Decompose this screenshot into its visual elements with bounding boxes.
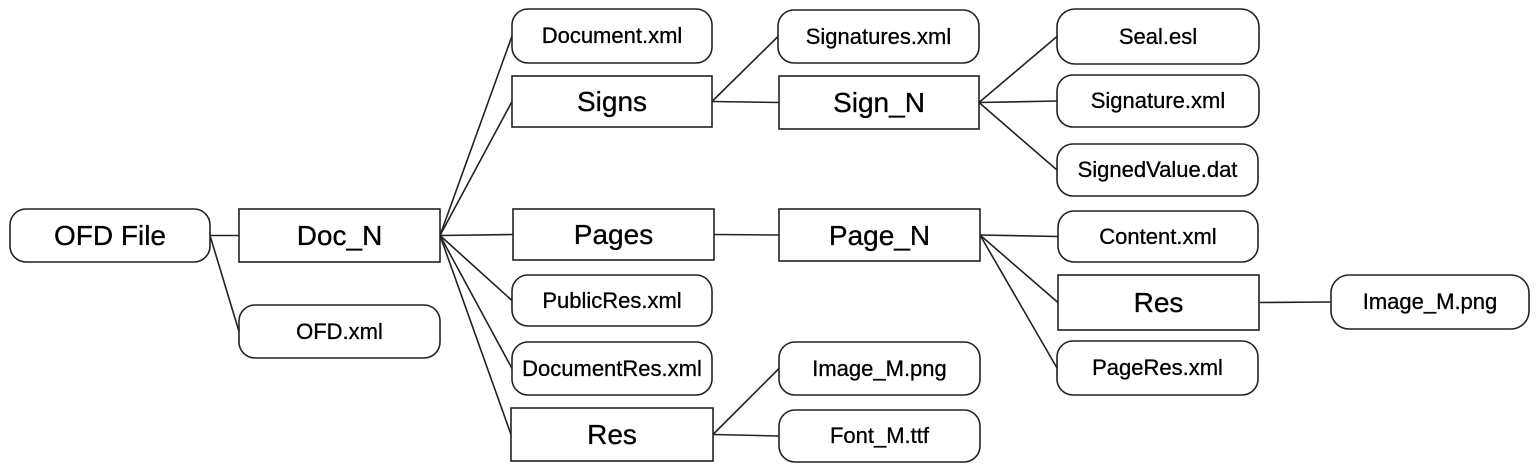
svg-text:Signatures.xml: Signatures.xml — [806, 24, 952, 49]
svg-text:PublicRes.xml: PublicRes.xml — [542, 288, 681, 313]
svg-text:SignedValue.dat: SignedValue.dat — [1078, 157, 1238, 182]
svg-text:Font_M.ttf: Font_M.ttf — [830, 423, 930, 448]
svg-text:Res: Res — [587, 419, 637, 450]
svg-text:OFD.xml: OFD.xml — [296, 319, 383, 344]
svg-text:OFD File: OFD File — [54, 220, 166, 251]
svg-text:Pages: Pages — [574, 219, 653, 250]
svg-text:Image_M.png: Image_M.png — [812, 356, 947, 381]
svg-text:Doc_N: Doc_N — [297, 220, 383, 251]
svg-text:Res: Res — [1134, 287, 1184, 318]
svg-text:Content.xml: Content.xml — [1099, 224, 1216, 249]
svg-text:PageRes.xml: PageRes.xml — [1092, 355, 1223, 380]
svg-text:DocumentRes.xml: DocumentRes.xml — [522, 356, 702, 381]
svg-text:Page_N: Page_N — [829, 220, 930, 251]
svg-text:Sign_N: Sign_N — [833, 87, 925, 118]
svg-text:Image_M.png: Image_M.png — [1363, 289, 1498, 314]
svg-text:Signs: Signs — [577, 86, 647, 117]
svg-text:Seal.esl: Seal.esl — [1119, 24, 1197, 49]
svg-text:Signature.xml: Signature.xml — [1091, 88, 1226, 113]
svg-text:Document.xml: Document.xml — [542, 23, 683, 48]
